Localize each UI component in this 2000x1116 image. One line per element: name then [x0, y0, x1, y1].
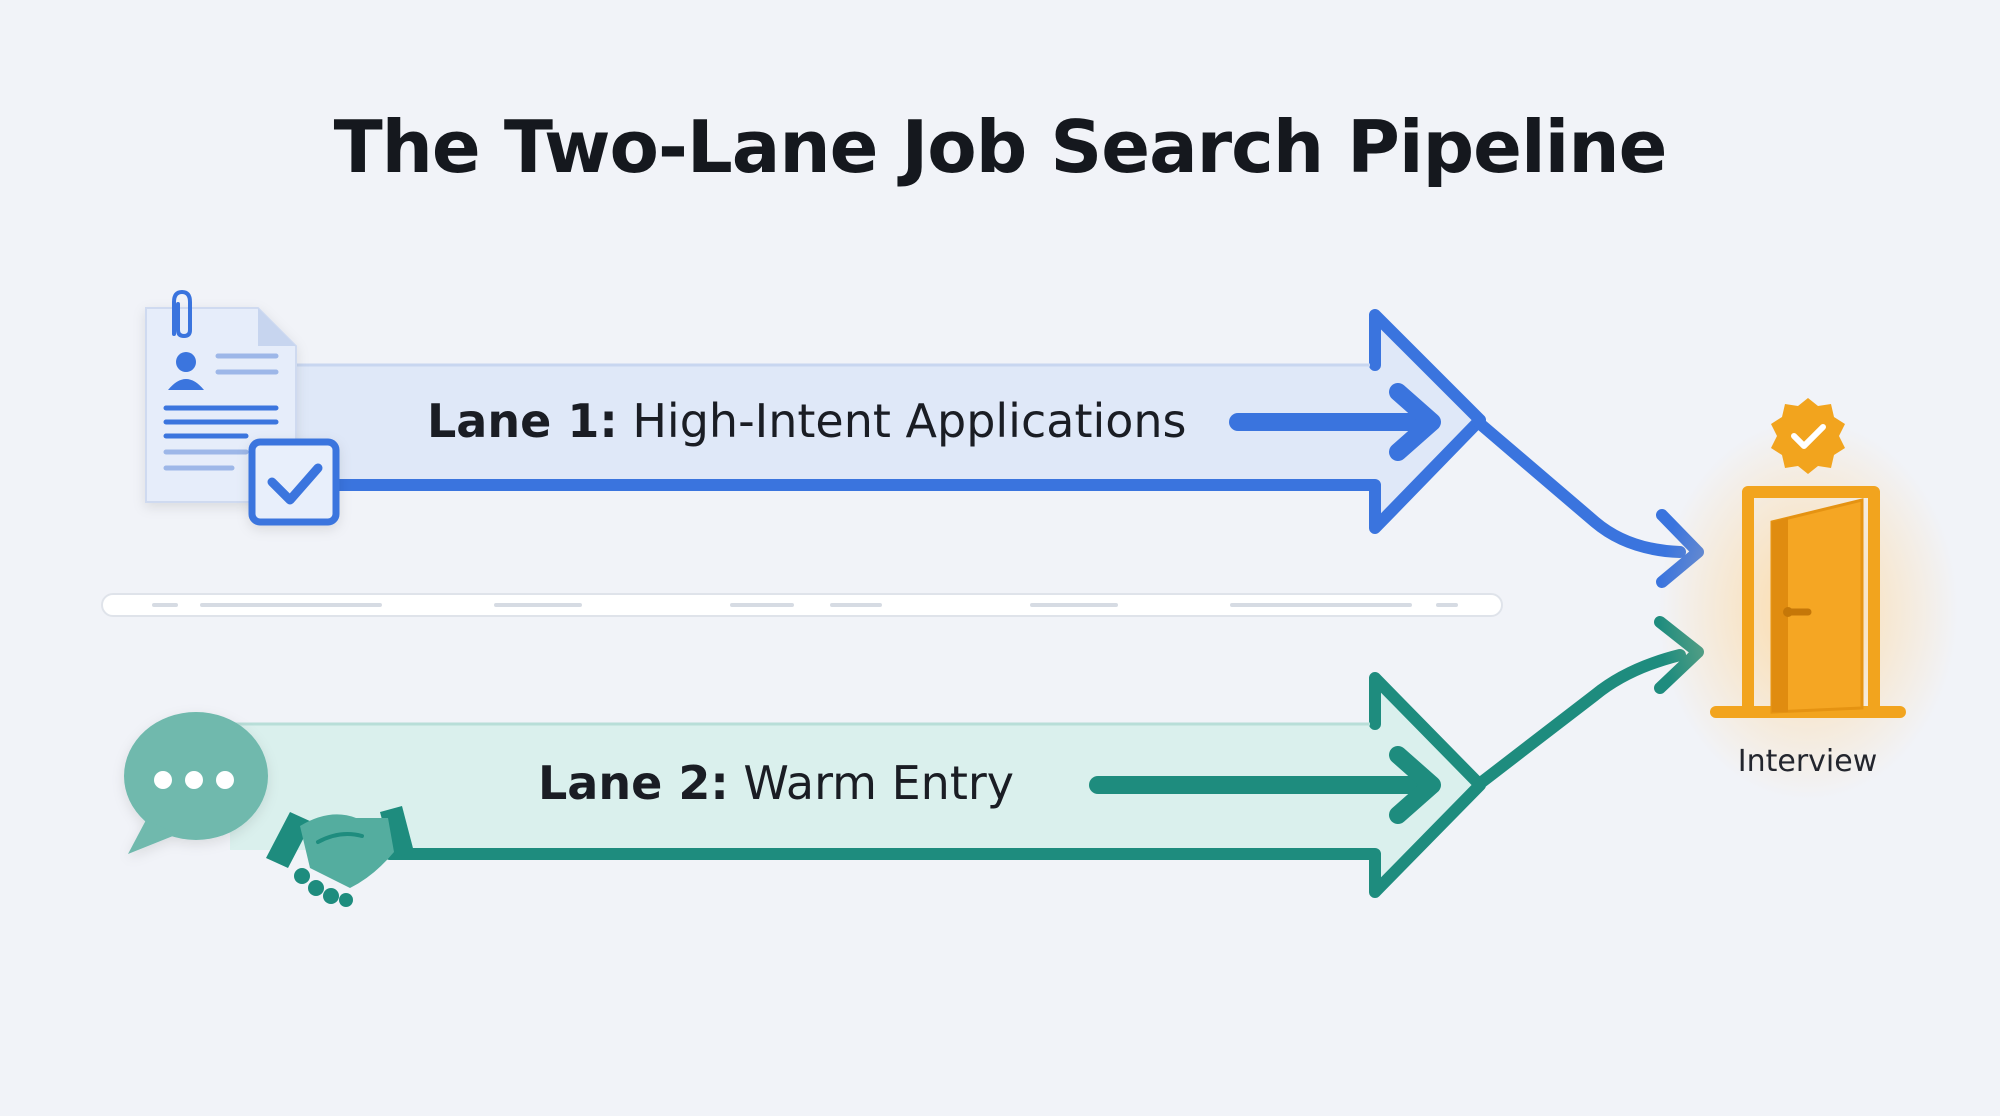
lane-2-band: [230, 672, 1486, 898]
lane-2-label-text: Warm Entry: [728, 756, 1014, 810]
lane-2-label: Lane 2: Warm Entry: [538, 756, 1014, 810]
paperclip-icon: [172, 289, 192, 339]
lane-1-label-strong: Lane 1:: [427, 394, 618, 448]
dashed-divider: [101, 593, 1503, 617]
handshake-icon: [266, 806, 414, 907]
lane-2-label-strong: Lane 2:: [538, 756, 729, 810]
lane-1-band: [284, 309, 1486, 534]
checkbox-icon: [248, 438, 340, 526]
lane-1-label-text: High-Intent Applications: [617, 394, 1187, 448]
page-title: The Two-Lane Job Search Pipeline: [333, 105, 1668, 189]
verified-badge-icon: [1771, 398, 1845, 474]
lane-1-label: Lane 1: High-Intent Applications: [427, 394, 1187, 448]
door-icon: [1710, 486, 1906, 718]
lane-2-inner-arrow: [1089, 746, 1441, 824]
lane-1-inner-arrow: [1229, 383, 1441, 461]
interview-label: Interview: [1737, 744, 1878, 779]
chat-bubble-icon: [124, 712, 268, 854]
